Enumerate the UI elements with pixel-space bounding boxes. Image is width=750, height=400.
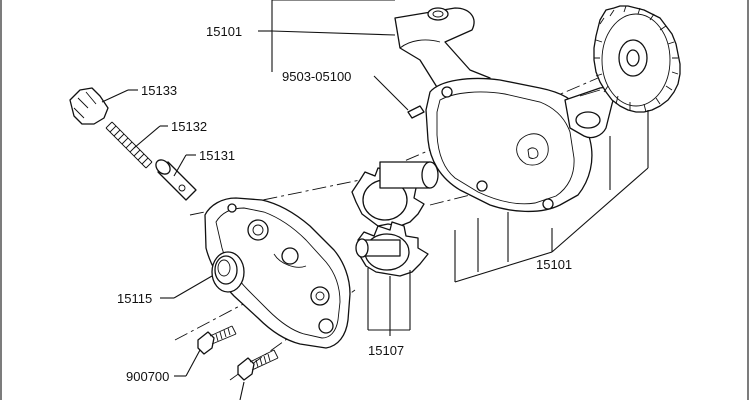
label-15107: 15107 xyxy=(368,343,404,358)
relief-valve-assembly xyxy=(69,87,197,201)
drive-gear xyxy=(593,5,681,113)
label-15115: 15115 xyxy=(117,291,152,306)
label-900700: 900700 xyxy=(126,369,169,384)
part-labels: 15101 9503-05100 15133 15132 15131 15101… xyxy=(117,24,572,384)
dowel-pin xyxy=(407,105,425,119)
label-15131: 15131 xyxy=(199,148,235,163)
pump-gears xyxy=(351,161,439,277)
bolts xyxy=(197,325,279,381)
leader-lines xyxy=(101,0,649,400)
label-15132: 15132 xyxy=(171,119,207,134)
label-9503-05100: 9503-05100 xyxy=(282,69,351,84)
label-15101-right: 15101 xyxy=(536,257,572,272)
label-15101-top: 15101 xyxy=(206,24,242,39)
pump-cover xyxy=(204,197,351,349)
pump-housing xyxy=(394,7,614,213)
label-15133: 15133 xyxy=(141,83,177,98)
